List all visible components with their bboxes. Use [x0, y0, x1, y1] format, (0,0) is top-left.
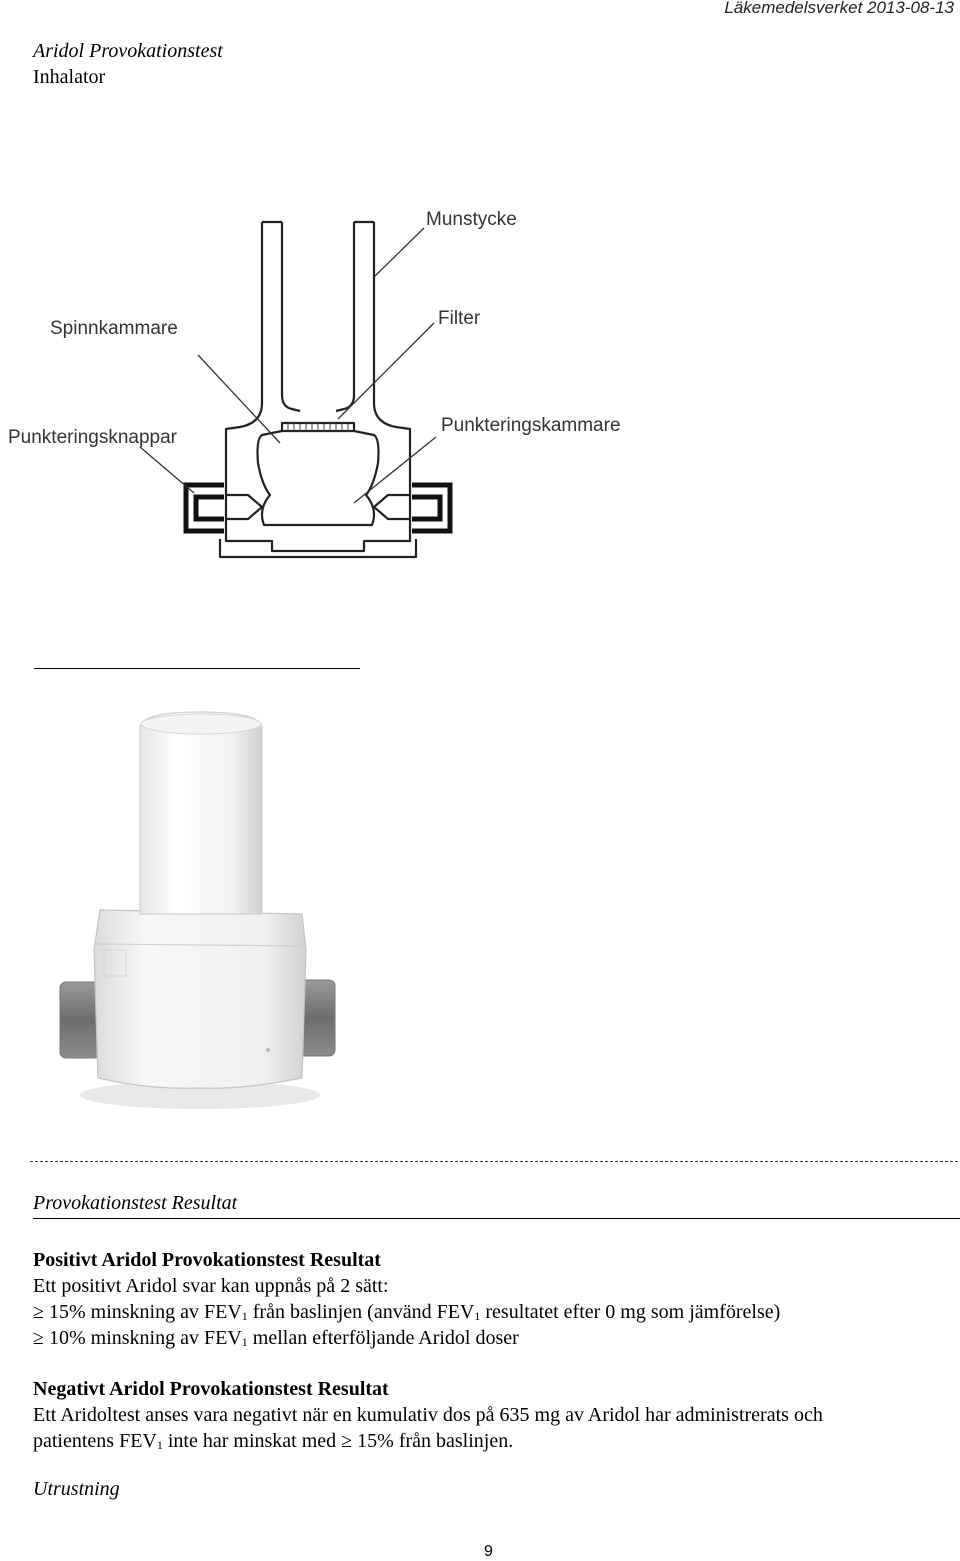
negative-result-heading: Negativt Aridol Provokationstest Resulta… — [33, 1378, 389, 1400]
next-section-heading: Utrustning — [33, 1478, 120, 1500]
positive-result-intro: Ett positivt Aridol svar kan uppnås på 2… — [33, 1275, 389, 1297]
geq-symbol: ≥ — [33, 1301, 44, 1323]
negative-result-text-line1: Ett Aridoltest anses vara negativt när e… — [33, 1404, 823, 1426]
label-spinnkammare: Spinnkammare — [50, 318, 178, 339]
geq-symbol: ≥ — [341, 1430, 353, 1452]
page-number: 9 — [484, 1543, 493, 1560]
inhaler-diagram: Munstycke Filter Spinnkammare Punktering… — [8, 209, 621, 559]
section-underline — [33, 1218, 960, 1219]
header-agency-date: Läkemedelsverket 2013-08-13 — [724, 0, 954, 17]
dashed-separator — [30, 1161, 958, 1162]
section-heading: Provokationstest Resultat — [33, 1192, 238, 1214]
label-filter: Filter — [438, 308, 481, 329]
negative-result-text-line2: patientens FEV1 inte har minskat med ≥ 1… — [33, 1430, 514, 1452]
label-punkteringsknappar: Punkteringsknappar — [8, 427, 178, 448]
document-subtitle: Inhalator — [33, 66, 106, 88]
inhaler-photo — [59, 711, 336, 1109]
positive-criterion-1: ≥ 15% minskning av FEV1 från baslinjen (… — [33, 1301, 781, 1323]
label-punkteringskammare: Punkteringskammare — [441, 415, 621, 436]
document-title: Aridol Provokationstest — [33, 40, 223, 62]
label-munstycke: Munstycke — [426, 209, 517, 230]
geq-symbol: ≥ — [33, 1327, 44, 1349]
positive-result-heading: Positivt Aridol Provokationstest Resulta… — [33, 1249, 381, 1271]
positive-criterion-2: ≥ 10% minskning av FEV1 mellan efterfölj… — [33, 1327, 519, 1349]
separator-line — [34, 668, 360, 669]
